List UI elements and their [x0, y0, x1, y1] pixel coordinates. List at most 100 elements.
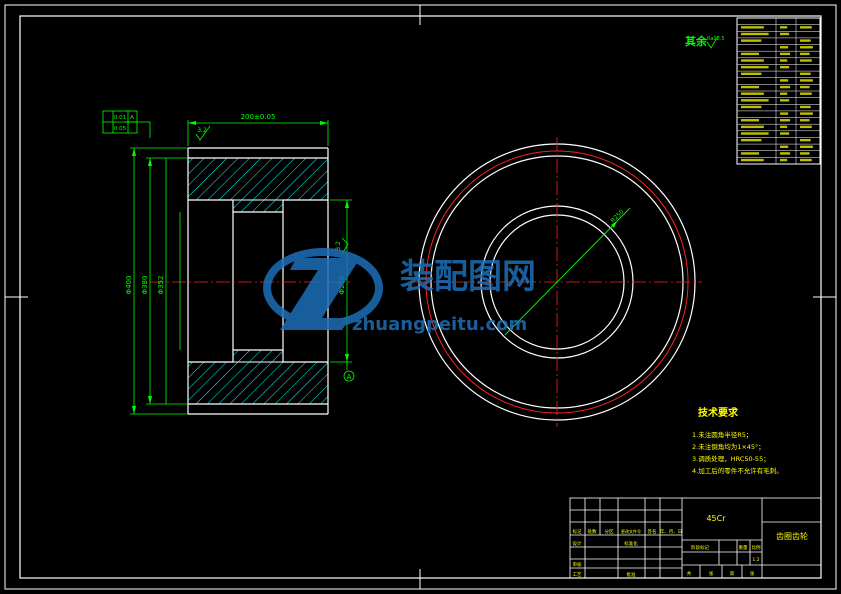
param-cell-text	[741, 72, 762, 75]
dim-bore-radius: R250	[609, 208, 625, 224]
param-cell-text	[741, 32, 769, 36]
param-cell-text	[741, 52, 759, 56]
param-cell-text	[800, 39, 811, 42]
param-cell-text	[780, 119, 791, 122]
param-cell-text	[800, 26, 812, 29]
param-cell-text	[780, 125, 788, 129]
param-cell-text	[780, 52, 791, 56]
param-cell-text	[741, 39, 762, 42]
param-cell-text	[741, 158, 764, 162]
param-cell-text	[800, 145, 813, 148]
datum-label: A	[347, 373, 352, 381]
param-cell-text	[800, 158, 812, 162]
dim-width: 200±0.05	[241, 113, 276, 121]
param-cell-text	[780, 158, 788, 162]
param-cell-text	[780, 46, 789, 49]
watermark-logo-icon	[263, 248, 383, 330]
param-cell-text	[780, 145, 789, 148]
param-cell-text	[741, 59, 764, 62]
param-cell-text	[741, 92, 764, 95]
tb-weight-label: 重量	[739, 544, 748, 551]
tb-row-design: 设计	[573, 540, 582, 547]
param-cell-text	[780, 26, 788, 29]
tb-label-count: 处数	[588, 528, 597, 535]
param-cell-text	[780, 92, 788, 95]
watermark-en: zhuangpeitu.com	[352, 314, 527, 335]
param-cell-text	[800, 112, 813, 115]
tb-label-sign: 签名	[648, 528, 657, 535]
tb-approve: 批准	[627, 571, 636, 578]
datum-circle	[343, 370, 355, 382]
param-cell-text	[800, 138, 811, 142]
centering-marks	[5, 5, 836, 589]
param-cell-text	[780, 132, 790, 135]
param-cell-text	[741, 26, 764, 29]
roughness-right: 3.2	[335, 241, 342, 251]
surface-finish-symbol	[706, 35, 719, 49]
param-cell-text	[741, 152, 759, 155]
tolerance-datum: A	[130, 115, 134, 121]
param-cell-text	[780, 152, 791, 155]
param-cell-text	[780, 65, 790, 69]
radius-arrow	[611, 221, 617, 228]
section-view: 200±0.05 Φ400 Φ380 Φ352 Φ250 3.2 3.2 A 0…	[102, 110, 355, 415]
param-cell-text	[741, 65, 769, 69]
roughness-symbol-top	[195, 125, 211, 141]
param-cell-text	[780, 32, 790, 36]
tolerance-value-1: 0.01	[114, 115, 126, 121]
outer-border	[4, 4, 837, 590]
param-cell-text	[800, 92, 812, 95]
tb-sheet-total-unit: 张	[709, 570, 714, 577]
param-cell-text	[780, 112, 789, 115]
param-cell-text	[800, 52, 810, 56]
front-view: R250	[412, 137, 702, 427]
tb-part-name: 齿圈齿轮	[776, 531, 808, 541]
param-cell-text	[800, 79, 813, 82]
param-cell-text	[780, 85, 791, 89]
tech-title: 技术要求	[698, 406, 739, 419]
param-cell-text	[800, 119, 810, 122]
tb-material: 45Cr	[706, 514, 726, 523]
dim-dia-a: Φ380	[141, 276, 149, 295]
surface-finish-value: Ra12.5	[707, 36, 725, 42]
tech-requirements: 技术要求 1.未注圆角半径R5； 2.未注倒角均为1×45°； 3.调质处理，H…	[692, 406, 783, 475]
tb-row-review: 审核	[573, 561, 582, 568]
param-cell-text	[780, 99, 790, 102]
tb-scale-value: 1:2	[752, 557, 759, 563]
surface-finish-label: 其余	[685, 34, 708, 48]
param-cell-text	[800, 152, 810, 155]
tb-sheet-no-unit: 张	[750, 570, 755, 577]
hatch-bottom	[187, 361, 329, 405]
title-block: 45Cr 齿圈齿轮 标记 处数 分区 更改文件号 签名 年、月、日 设计 审核 …	[569, 497, 822, 579]
tb-label-zone: 分区	[605, 528, 614, 535]
tb-sheet-no-label: 第	[730, 570, 735, 577]
param-cell-text	[741, 138, 762, 142]
tb-label-mark: 标记	[573, 528, 582, 535]
tb-label-date: 年、月、日	[660, 528, 683, 535]
param-cell-text	[780, 79, 789, 82]
tolerance-frame	[102, 110, 138, 134]
param-cell-text	[741, 99, 769, 102]
tb-scale-label: 比例	[752, 544, 761, 551]
hatch-top	[187, 157, 329, 201]
param-cell-text	[780, 59, 788, 62]
dim-dia-b: Φ352	[157, 276, 165, 295]
param-cell-text	[800, 105, 811, 109]
hatch-bottom-inner	[233, 350, 283, 362]
param-cell-text	[741, 105, 762, 109]
param-cell-text	[741, 132, 769, 135]
param-cell-text	[800, 72, 811, 75]
param-cell-text	[800, 46, 813, 49]
param-cell-text	[800, 59, 812, 62]
tb-std: 标准化	[624, 540, 638, 547]
parameter-table	[736, 17, 821, 165]
param-cell-text	[741, 119, 759, 122]
tech-item-4: 4.加工后的零件不允许有毛刺。	[692, 466, 783, 475]
param-cell-text	[800, 125, 812, 129]
tech-item-3: 3.调质处理，HRC50-55；	[692, 454, 770, 463]
dim-dia-outer: Φ400	[125, 276, 133, 295]
tb-row-process: 工艺	[573, 572, 582, 578]
param-cell-text	[741, 125, 764, 129]
tb-stage-label: 阶段标记	[691, 544, 709, 551]
